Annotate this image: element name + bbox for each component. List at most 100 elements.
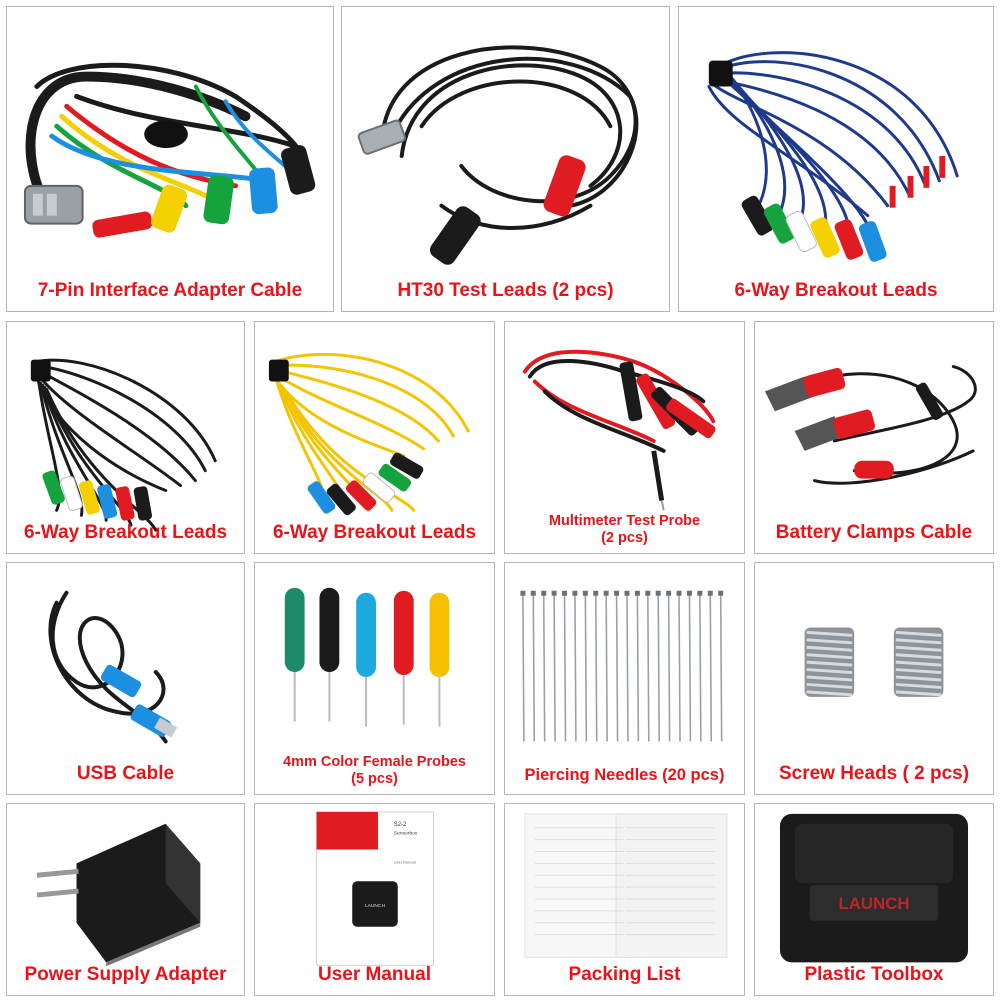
item-label: 6-Way Breakout Leads [734, 280, 938, 301]
needle-head [686, 590, 692, 596]
screw-thread [895, 638, 942, 645]
breakout-leads-yellow-image [268, 352, 470, 516]
needle [647, 592, 650, 742]
item-label: USB Cable [76, 763, 175, 784]
item-label: User Manual [318, 964, 431, 985]
needle [678, 592, 681, 742]
needle-head [572, 590, 578, 596]
item-4mm-color-female-probes: 4mm Color Female Probes (5 pcs) [254, 562, 495, 795]
needle-head [582, 590, 588, 596]
screw-thread [806, 653, 853, 660]
item-ht30-test-leads: HT30 Test Leads (2 pcs) [341, 6, 670, 312]
needle-head [645, 590, 651, 596]
needle [699, 592, 702, 742]
screw-thread [806, 682, 853, 689]
screw-heads-image [804, 627, 944, 697]
item-6way-breakout-leads-blue: 6-Way Breakout Leads [678, 6, 994, 312]
needle-head [707, 590, 713, 596]
screw-thread [806, 675, 853, 682]
needle [626, 592, 629, 742]
screw-thread [895, 675, 942, 682]
item-label: Piercing Needles (20 pcs) [524, 766, 725, 784]
screw-thread [806, 660, 853, 667]
user-manual-image: S2-2 Sensorbox User Manual LAUNCH [316, 811, 434, 966]
screw-thread [806, 668, 853, 675]
usb-cable-image [48, 590, 178, 744]
needle-head [697, 590, 703, 596]
item-label-line1: 4mm Color Female Probes [283, 754, 466, 770]
item-7pin-adapter-cable: 7-Pin Interface Adapter Cable [6, 6, 334, 312]
item-power-supply-adapter: Power Supply Adapter [6, 803, 245, 996]
needle-head [718, 590, 724, 596]
needle [657, 592, 660, 742]
manual-product: Sensorbox [394, 831, 418, 837]
item-label: 4mm Color Female Probes (5 pcs) [255, 754, 494, 788]
manual-model: S2-2 [394, 822, 407, 828]
item-label: Power Supply Adapter [24, 964, 227, 985]
female-probes-image [284, 587, 450, 727]
needle-head [676, 590, 682, 596]
power-adapter-image [36, 823, 201, 967]
screw-thread [895, 668, 942, 675]
item-label: 6-Way Breakout Leads [23, 522, 228, 543]
manual-subtitle: User Manual [394, 859, 416, 864]
needle-head [562, 590, 567, 596]
item-label-line2: (5 pcs) [351, 771, 398, 787]
piercing-needles-image [520, 590, 724, 742]
needle [522, 592, 525, 742]
toolbox-brand: LAUNCH [839, 894, 910, 913]
item-label: 6-Way Breakout Leads [272, 522, 477, 543]
screw-thread [895, 645, 942, 652]
screw-thread [895, 682, 942, 689]
needle-head [520, 590, 526, 596]
screw-thread [895, 690, 942, 697]
screw-thread [806, 645, 853, 652]
needle [574, 592, 577, 742]
plastic-toolbox-image: LAUNCH [779, 813, 969, 963]
item-multimeter-test-probe: Multimeter Test Probe (2 pcs) [504, 321, 745, 554]
item-6way-breakout-leads-yellow: 6-Way Breakout Leads [254, 321, 495, 554]
item-label: Screw Heads ( 2 pcs) [778, 763, 970, 784]
manual-brand: LAUNCH [365, 903, 386, 909]
screw-thread [895, 660, 942, 667]
item-piercing-needles: Piercing Needles (20 pcs) [504, 562, 745, 795]
multimeter-probe-image [522, 349, 716, 511]
needle [636, 592, 640, 742]
needle [563, 592, 567, 742]
needle [584, 592, 588, 742]
needle [532, 592, 536, 742]
item-usb-cable: USB Cable [6, 562, 245, 795]
item-label-line1: Multimeter Test Probe [548, 513, 701, 529]
7pin-adapter-cable-image [23, 62, 316, 238]
item-label: Multimeter Test Probe (2 pcs) [505, 513, 744, 547]
needle [553, 592, 556, 742]
breakout-leads-black-image [30, 358, 217, 532]
needle-head [530, 590, 536, 596]
screw-thread [806, 630, 853, 637]
needle [594, 592, 598, 742]
item-plastic-toolbox: LAUNCH Plastic Toolbox [754, 803, 994, 996]
needle [605, 592, 608, 742]
breakout-leads-blue-image [707, 51, 959, 262]
needle [615, 592, 619, 742]
needle-head [551, 590, 557, 596]
item-label: Packing List [568, 964, 681, 985]
needle-head [655, 590, 661, 596]
ht30-test-leads-image [357, 45, 639, 265]
item-6way-breakout-leads-black: 6-Way Breakout Leads [6, 321, 245, 554]
needle-head [603, 590, 609, 596]
needle [719, 592, 723, 742]
item-packing-list: Packing List [504, 803, 745, 996]
needle-head [634, 590, 640, 596]
needle [542, 592, 546, 742]
needle-head [614, 590, 620, 596]
needle-head [593, 590, 599, 596]
item-label: 7-Pin Interface Adapter Cable [37, 280, 303, 301]
needle-head [624, 590, 630, 596]
item-battery-clamps-cable: Battery Clamps Cable [754, 321, 994, 554]
screw-thread [806, 690, 853, 697]
item-label: Plastic Toolbox [804, 964, 944, 985]
needle-head [666, 590, 672, 596]
item-label: Battery Clamps Cable [775, 522, 973, 543]
needle [709, 592, 713, 742]
